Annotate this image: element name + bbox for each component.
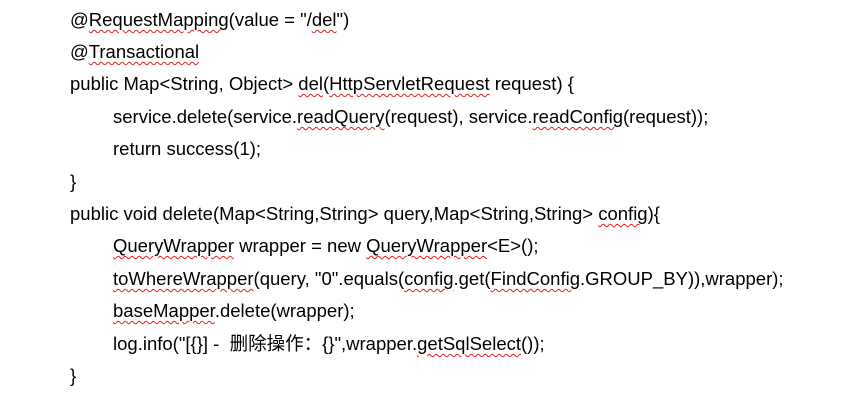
code-token-spellcheck: QueryWrapper [113, 235, 234, 256]
code-line-close-brace: } [70, 363, 76, 389]
code-token: service.delete(service. [113, 106, 298, 127]
code-token: wrapper = new [233, 235, 367, 256]
code-token: } [70, 365, 77, 386]
code-line-to-where-wrapper: toWhereWrapper(query, "0".equals(config.… [113, 266, 784, 292]
code-token: (request), service. [384, 106, 533, 127]
code-line-log-info: log.info("[{}] - 删除操作：{}",wrapper.getSql… [113, 331, 545, 357]
code-token: (query, "0".equals( [253, 268, 405, 289]
code-token: .delete(wrapper); [214, 300, 355, 321]
code-token: log.info("[{}] - 删除操作：{}",wrapper. [113, 333, 418, 354]
code-token: ") [336, 9, 350, 30]
code-token-spellcheck: FindConfig [490, 268, 580, 289]
code-token: public void delete(Map<String,String> qu… [70, 203, 599, 224]
code-token: @ [70, 41, 89, 62]
code-token-spellcheck: del [311, 9, 337, 30]
code-token-spellcheck: readConfig [532, 106, 624, 127]
code-token: return success(1); [113, 138, 262, 159]
code-token: public Map<String, Object> [70, 73, 299, 94]
code-token: ( [323, 73, 330, 94]
code-token: ){ [647, 203, 660, 224]
code-line-query-wrapper: QueryWrapper wrapper = new QueryWrapper<… [113, 233, 539, 259]
code-line-del-signature: public Map<String, Object> del(HttpServl… [70, 71, 574, 97]
code-line-delete-signature: public void delete(Map<String,String> qu… [70, 201, 660, 227]
code-token: (request)); [623, 106, 709, 127]
code-token: ()); [521, 333, 545, 354]
code-token-spellcheck: del [298, 73, 323, 94]
code-token-spellcheck: QueryWrapper [366, 235, 488, 256]
code-token: request) { [489, 73, 574, 94]
code-token-spellcheck: config [598, 203, 648, 224]
code-token-spellcheck: toWhereWrapper [113, 268, 254, 289]
code-line-transactional: @Transactional [70, 39, 199, 65]
code-token: .GROUP_BY)),wrapper); [580, 268, 784, 289]
code-token: } [70, 171, 77, 192]
code-line-base-mapper-delete: baseMapper.delete(wrapper); [113, 298, 355, 324]
code-line-request-mapping: @RequestMapping(value = "/del") [70, 7, 349, 33]
code-token-spellcheck: Transactional [88, 41, 200, 62]
code-token-spellcheck: config [404, 268, 454, 289]
code-token: @ [70, 9, 89, 30]
code-token-spellcheck: baseMapper [113, 300, 215, 321]
code-token-spellcheck: getSqlSelect [417, 333, 521, 354]
code-line-close-brace: } [70, 169, 76, 195]
code-token: .get( [453, 268, 491, 289]
code-line-service-delete: service.delete(service.readQuery(request… [113, 104, 708, 130]
code-token-spellcheck: RequestMapping [88, 9, 229, 30]
code-token: (value = "/ [228, 9, 312, 30]
code-line-return: return success(1); [113, 136, 261, 162]
code-token-spellcheck: readQuery [297, 106, 385, 127]
code-token: <E>(); [487, 235, 539, 256]
code-token-spellcheck: HttpServletRequest [329, 73, 490, 94]
